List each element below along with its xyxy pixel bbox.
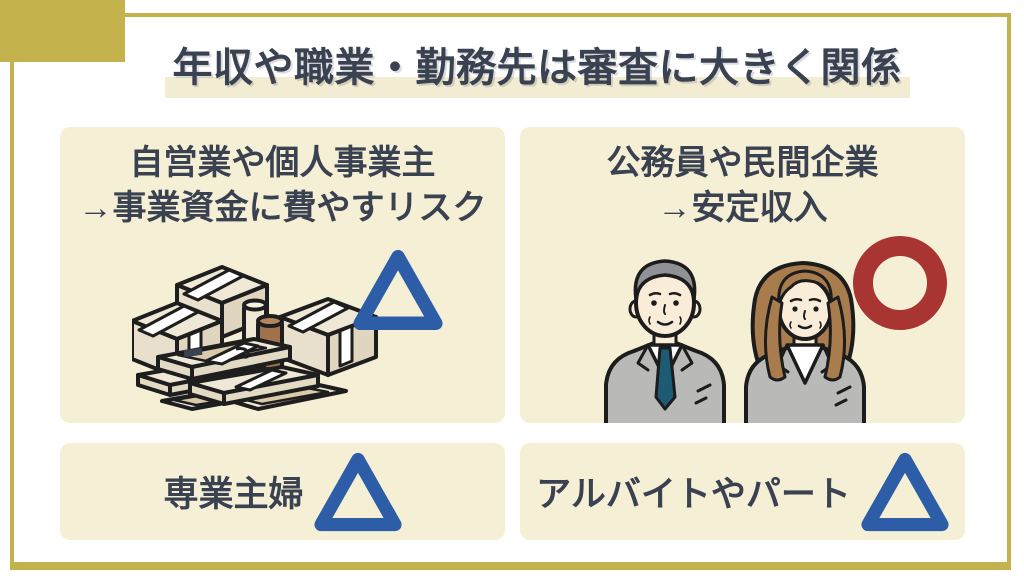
- triangle-mark-icon: [861, 452, 949, 531]
- page-title-text: 年収や職業・勤務先は審査に大きく関係: [172, 46, 902, 90]
- card-heading: 公務員や民間企業 →安定収入: [520, 127, 965, 231]
- woman-figure: [744, 261, 866, 423]
- office-workers-illustration: [604, 259, 866, 423]
- card-self-employed: 自営業や個人事業主 →事業資金に費やすリスク: [60, 127, 505, 423]
- money-bundles-illustration: [132, 265, 378, 411]
- frame-border: [10, 13, 1011, 570]
- title-row: 年収や職業・勤務先は審査に大きく関係: [0, 40, 1024, 98]
- card-housewife: 専業主婦: [60, 443, 505, 540]
- corner-accent: [0, 0, 125, 62]
- card-heading-line2: →安定収入: [657, 189, 828, 227]
- card-label: アルバイトやパート: [536, 475, 851, 514]
- page-title: 年収や職業・勤務先は審査に大きく関係: [164, 40, 910, 98]
- card-heading: 自営業や個人事業主 →事業資金に費やすリスク: [60, 127, 505, 231]
- card-stable-employment: 公務員や民間企業 →安定収入: [520, 127, 965, 423]
- card-part-time: アルバイトやパート: [520, 443, 965, 540]
- triangle-mark-icon: [353, 249, 443, 331]
- man-figure: [604, 259, 726, 423]
- card-heading-line2: →事業資金に費やすリスク: [78, 189, 487, 227]
- card-heading-line1: 自営業や個人事業主: [129, 144, 436, 182]
- card-grid: 自営業や個人事業主 →事業資金に費やすリスク: [60, 127, 965, 540]
- card-label: 専業主婦: [163, 475, 304, 514]
- circle-mark-icon: [853, 236, 947, 330]
- triangle-mark-icon: [313, 452, 402, 531]
- card-heading-line1: 公務員や民間企業: [606, 144, 879, 182]
